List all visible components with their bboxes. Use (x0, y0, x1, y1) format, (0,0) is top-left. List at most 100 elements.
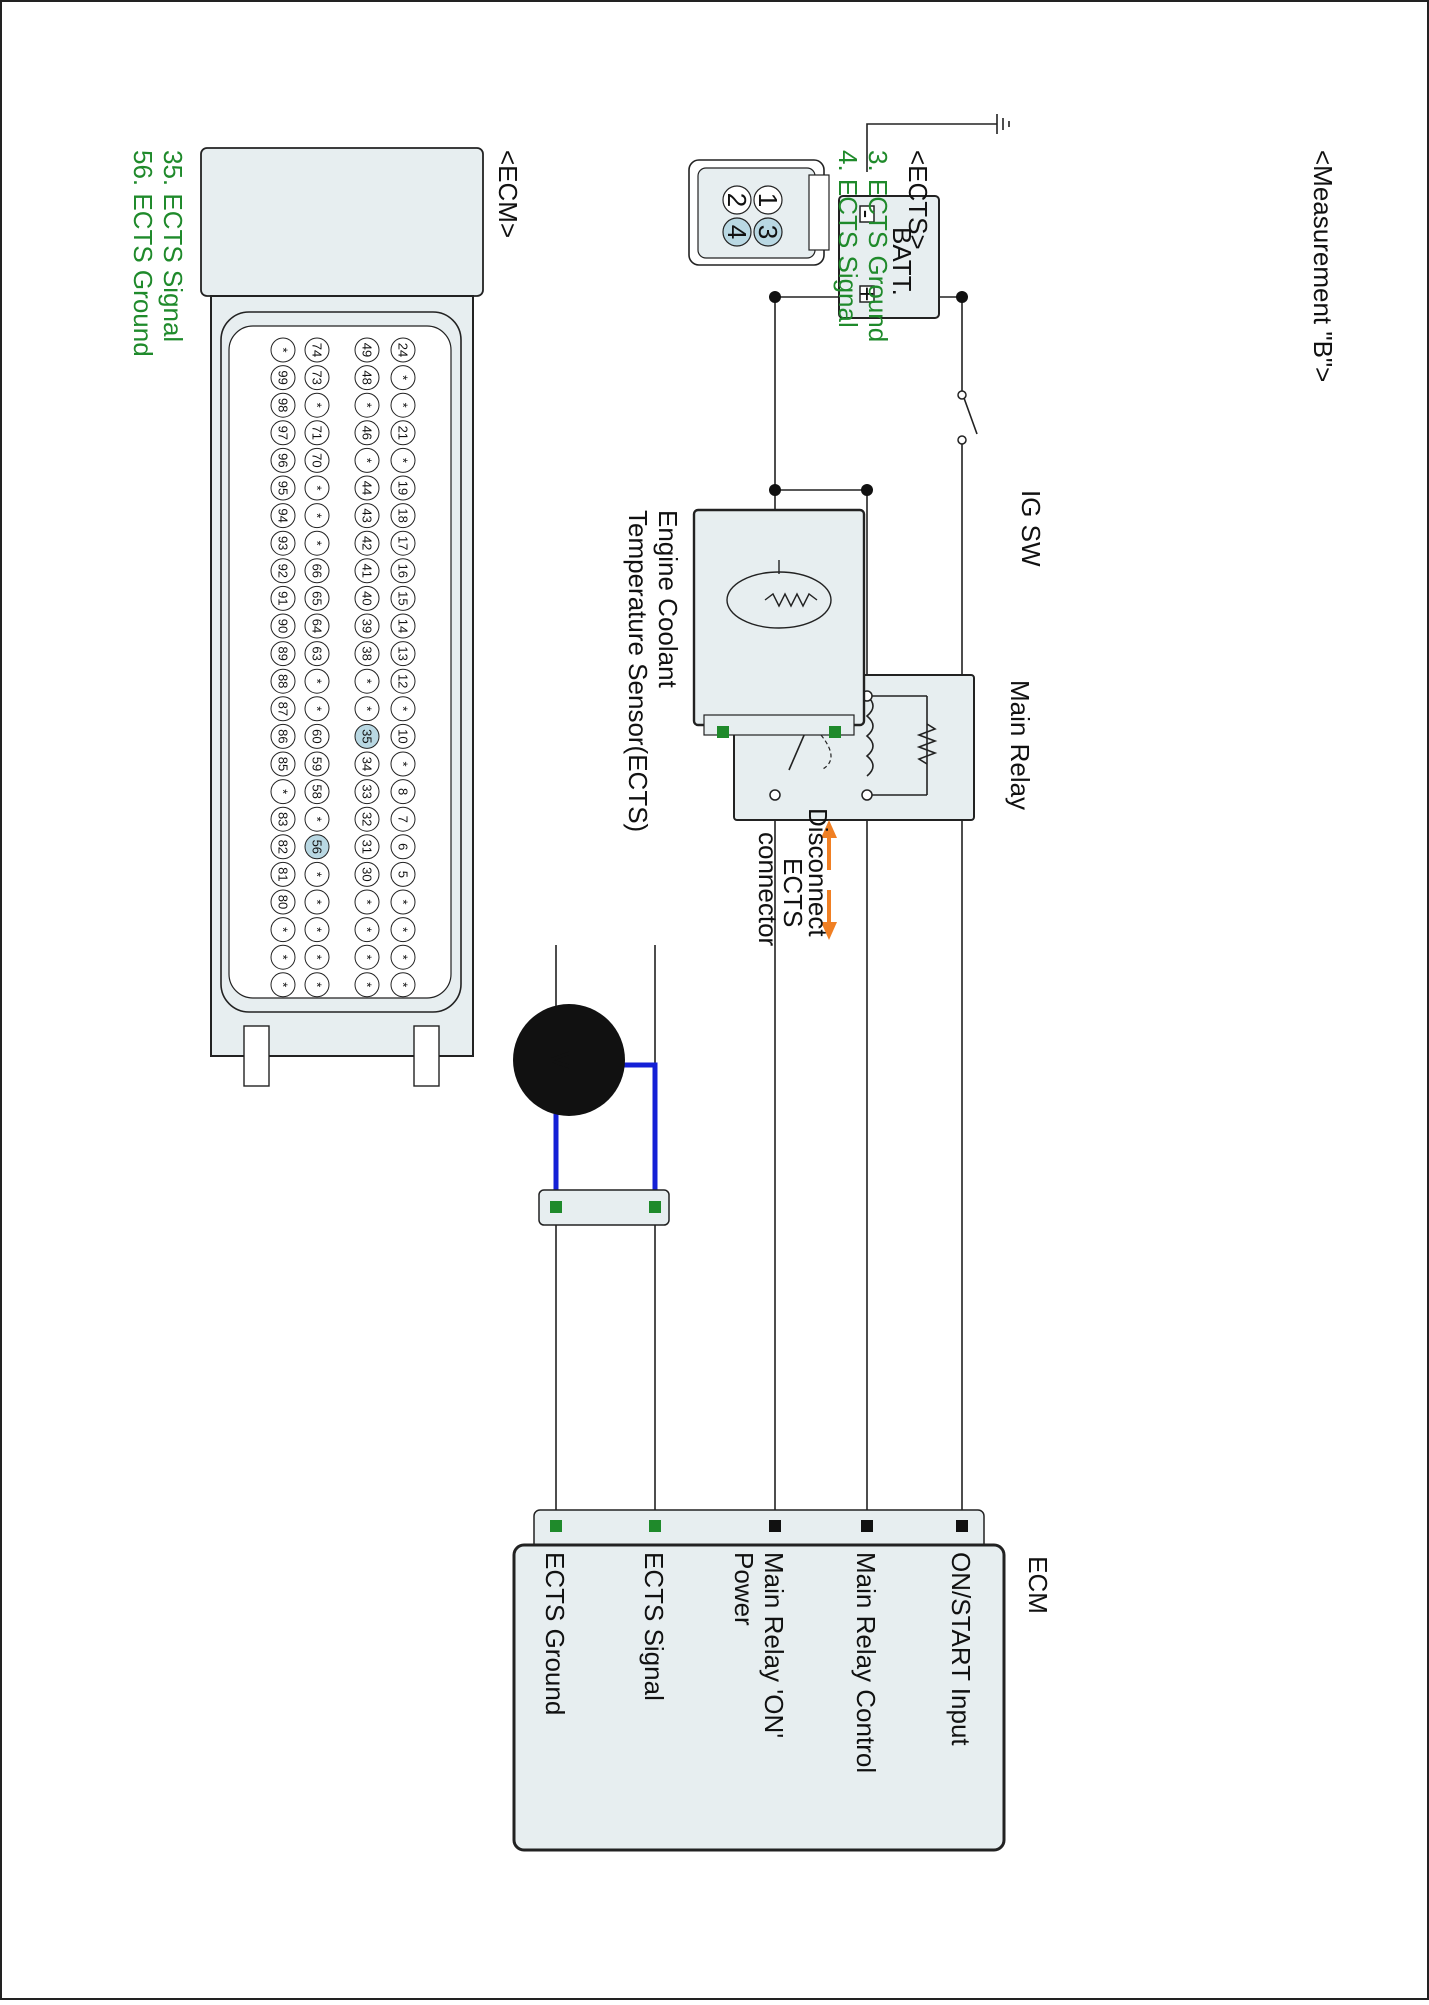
ecm-connector-pin-label: * (396, 761, 411, 766)
ecm-connector-pin-label: * (276, 982, 291, 987)
ecm-connector-pin-label: 83 (276, 812, 291, 826)
battery-plus-label: + (852, 286, 882, 301)
ecm-connector-pin (304, 834, 330, 860)
ecm-connector-pin (270, 558, 296, 584)
ecm-connector-pin-label: 70 (310, 453, 325, 467)
ground-icon (996, 114, 1010, 134)
ecm-connector-pin-label: 87 (276, 702, 291, 716)
relay-terminal (769, 789, 781, 801)
ecm-connector-pin-label: 92 (276, 564, 291, 578)
junction-dot (769, 291, 781, 303)
ecm-connector-pin-label: * (360, 706, 375, 711)
ecm-connector-pin (354, 392, 380, 418)
ecm-connector-pin-label: 97 (276, 426, 291, 440)
ecm-connector-pin (354, 723, 380, 749)
ecm-connector-pin (390, 365, 416, 391)
ecm-connector-pin-label: * (276, 955, 291, 960)
ecm-connector-pin (270, 972, 296, 998)
ecm-connector-pin-label: 59 (310, 757, 325, 771)
ecm-connector-pin-label: * (310, 817, 325, 822)
ecm-connector-pin (270, 337, 296, 363)
ecm-connector-pin-label: * (396, 706, 411, 711)
ecm-connector-pin (354, 558, 380, 584)
ecm-connector-pin (304, 392, 330, 418)
ecm-connector-pin-label: 14 (396, 619, 411, 633)
ecm-connector-pin-label: 31 (360, 840, 375, 854)
ecm-connector-pin-label: 90 (276, 619, 291, 633)
ecm-connector-pin (304, 447, 330, 473)
ects-sensor-pin (717, 726, 729, 738)
ects-connector-pin-number: 2 (722, 193, 752, 207)
battery-minus-terminal (859, 205, 875, 223)
ecm-connector-pin-label: 81 (276, 867, 291, 881)
ecm-connector-pin-label: 42 (360, 536, 375, 550)
sensor-label-line1: Engine Coolant (653, 510, 683, 689)
arrow-head (821, 820, 837, 838)
battery-label: BATT. (887, 227, 917, 296)
ecm-connector-pin (354, 337, 380, 363)
ecm-connector-pin-label: 17 (396, 536, 411, 550)
ecm-connector-pin-label: * (360, 403, 375, 408)
ecm-connector-pin-label: 93 (276, 536, 291, 550)
ecm-connector-pin-label: 41 (360, 564, 375, 578)
ecm-connector-pin-label: * (310, 485, 325, 490)
ecm-connector-pin (270, 613, 296, 639)
ecm-connector-pin-label: * (396, 899, 411, 904)
ecm-connector-pin (390, 420, 416, 446)
ects-connector-pin-number: 4 (722, 225, 752, 239)
ecm-connector-pin (270, 503, 296, 529)
ecm-connector-pin-label: 12 (396, 674, 411, 688)
ecm-connector-pin (390, 668, 416, 694)
ecm-connector-pin-label: 24 (396, 343, 411, 357)
ecm-connector-pin (354, 530, 380, 556)
ecm-connector-pin-label: * (310, 982, 325, 987)
ecm-connector-pin (390, 447, 416, 473)
ecm-connector-pin (390, 861, 416, 887)
ecm-connector-pin-label: 89 (276, 646, 291, 660)
ecm-connector-pin-label: 91 (276, 591, 291, 605)
ecm-connector-pin-label: 5 (396, 871, 411, 878)
ig-sw-blade (963, 397, 978, 435)
relay-coil-winding (865, 695, 874, 777)
ecm-connector-pin (354, 806, 380, 832)
ecm-connector-pin (270, 365, 296, 391)
ects-sensor-pin (829, 726, 841, 738)
ecm-connector-pin-label: 60 (310, 729, 325, 743)
ecm-connector-pin-label: * (310, 513, 325, 518)
ecm-connector-pin (354, 861, 380, 887)
ecm-connector-pin (390, 392, 416, 418)
ecm-connector-pin (270, 530, 296, 556)
ecm-connector-pin-label: 66 (310, 564, 325, 578)
ecm-connector-pin (304, 365, 330, 391)
ecm-connector-pin (270, 420, 296, 446)
ecm-connector-pin (390, 558, 416, 584)
ecm-connector-pin-label: * (396, 955, 411, 960)
ecm-header: <ECM> (493, 150, 523, 238)
ecm-connector-pin (304, 503, 330, 529)
ecm-box (512, 1543, 1006, 1852)
ects-connector-pin (753, 217, 783, 247)
ecm-connector-pin-label: 16 (396, 564, 411, 578)
ecm-connector-pin-label: 13 (396, 646, 411, 660)
ecm-connector-pin (270, 585, 296, 611)
ecm-connector-pin-label: 43 (360, 508, 375, 522)
ecm-connector-pin (304, 585, 330, 611)
ecm-connector-pin-label: 7 (396, 816, 411, 823)
ecm-connector-pin (304, 723, 330, 749)
ecm-pin-list-item: 35. ECTS Signal (158, 150, 188, 342)
ecm-connector-pin-label: * (396, 458, 411, 463)
ecm-connector-pin-label: * (310, 403, 325, 408)
ecm-connector-pin-label: * (396, 375, 411, 380)
ecm-connector-pin (390, 613, 416, 639)
ecm-connector-pin-label: * (360, 458, 375, 463)
ecm-connector-pin-label: 71 (310, 426, 325, 440)
ecm-connector-pin-label: 10 (396, 729, 411, 743)
main-relay-label: Main Relay (1005, 680, 1035, 810)
ecm-connector-pin-label: 48 (360, 370, 375, 384)
ecm-connector-pin-label: 46 (360, 426, 375, 440)
ecm-connector-pin-label: * (276, 789, 291, 794)
ecm-connector-pin (304, 972, 330, 998)
ecm-connector-pin-label: * (360, 679, 375, 684)
ecm-connector-pin-label: 38 (360, 646, 375, 660)
